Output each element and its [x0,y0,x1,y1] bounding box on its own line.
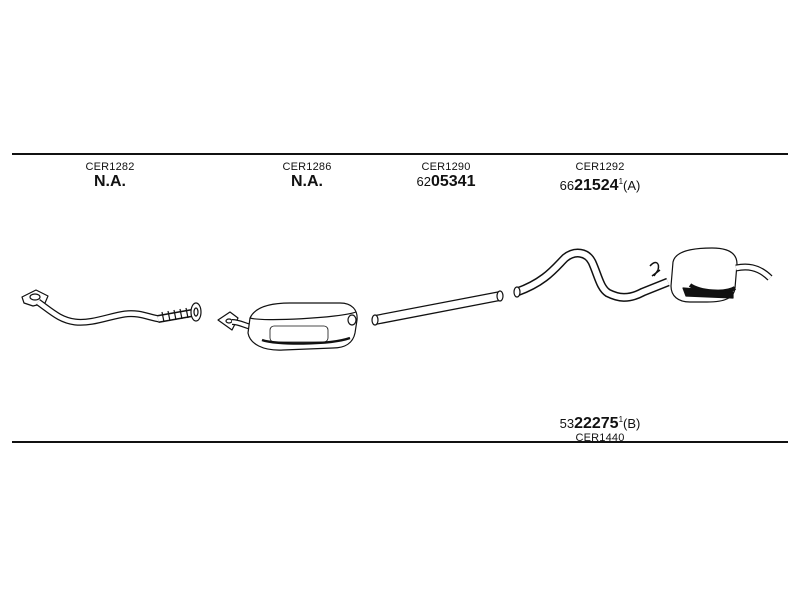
silencer-seam [249,311,357,321]
part-label-cer1282[interactable]: CER1282 N.A. [85,161,134,190]
rear-pipe-inlet [513,286,521,298]
flange-hole [29,293,41,301]
rear-silencer-base [682,287,734,299]
rear-pipe-fill [515,250,670,301]
part-label-cer1440[interactable]: 53222751(B) CER1440 [560,411,641,444]
middle-silencer[interactable] [217,302,358,351]
part-label-cer1292[interactable]: CER1292 66215241(A) [560,161,641,194]
part-label-cer1290[interactable]: CER1290 6205341 [417,161,476,190]
silencer-panel [269,325,329,343]
footnote-marker: 1 [618,177,624,186]
part-number-na: N.A. [93,173,126,190]
footnote-marker: 1 [618,415,624,424]
part-code: CER1282 [85,161,135,173]
part-code: CER1286 [282,161,332,173]
rear-flange-hole [193,307,199,317]
part-number-main: 21524 [574,177,619,194]
part-number-na: N.A. [290,173,323,190]
part-number-suffix: (A) [623,178,641,193]
silencer-body [247,302,358,351]
part-number-prefix: 62 [416,174,431,189]
part-code: CER1290 [421,161,471,173]
top-divider-line [12,153,788,155]
pipe-outlet-end [496,290,504,302]
part-number-main: 05341 [430,173,476,190]
part-number-suffix: (B) [623,416,641,431]
part-number-prefix: 66 [559,178,575,193]
part-label-cer1286[interactable]: CER1286 N.A. [282,161,331,190]
part-code: CER1440 [575,432,625,444]
bottom-divider-line [12,441,788,443]
intermediate-pipe[interactable] [371,290,504,326]
hanger-bracket [649,261,660,277]
hanger-arrow [651,269,661,277]
part-number-main: 22275 [574,415,619,432]
front-pipe[interactable] [21,289,202,326]
inlet-flange-hole [225,318,233,324]
part-code: CER1292 [575,161,625,173]
rear-silencer-assembly[interactable] [513,247,773,303]
pipe-fill [36,300,161,325]
tail-pipe-fill [735,264,772,280]
flex-joint-ribs [161,307,189,323]
part-number-prefix: 53 [559,416,575,431]
pipe-inlet-end [371,314,379,326]
outlet-stub [347,314,357,326]
pipe-fill [374,292,501,324]
silencer-shading [261,336,351,345]
